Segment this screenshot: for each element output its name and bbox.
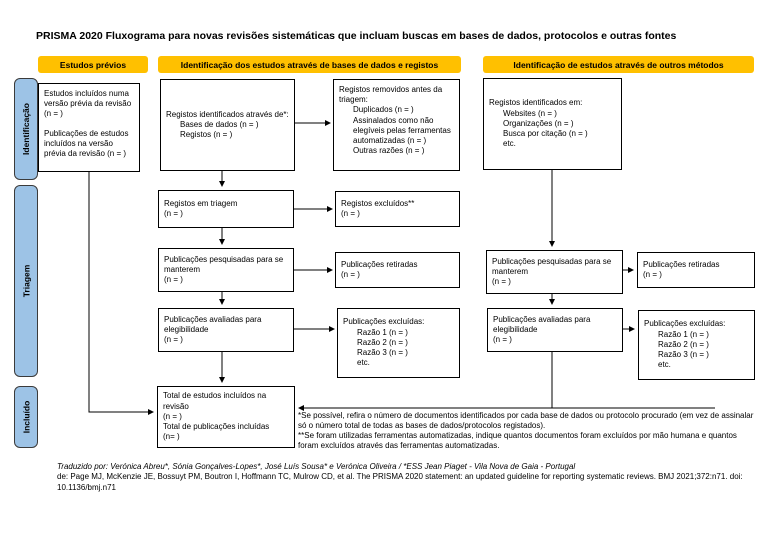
box-text: (n = ) xyxy=(492,277,511,287)
footnote-1: *Se possível, refira o número de documen… xyxy=(298,411,754,430)
box-reports-assessed-other: Publicações avaliadas para elegibilidade… xyxy=(487,308,623,352)
box-text: Publicações pesquisadas para se manterem xyxy=(164,254,284,274)
box-reports-assessed-databases: Publicações avaliadas para elegibilidade… xyxy=(158,308,294,352)
column-header-databases-registers: Identificação dos estudos através de bas… xyxy=(158,56,461,73)
box-text: Assinalados como não elegíveis pelas fer… xyxy=(353,115,451,146)
box-text: Publicações avaliadas para elegibilidade xyxy=(493,314,591,334)
page-title: PRISMA 2020 Fluxograma para novas revisõ… xyxy=(36,30,677,42)
sidebar-label-text: Incluído xyxy=(21,400,31,434)
sidebar-label-text: Identificação xyxy=(21,103,31,155)
box-text: Publicações de estudos incluídos na vers… xyxy=(44,128,129,159)
box-text: Bases de dados (n = ) xyxy=(180,119,259,129)
box-text: (n = ) xyxy=(341,209,360,218)
box-text: Total de publicações incluídas xyxy=(163,422,270,432)
box-text: Registos removidos antes da triagem: xyxy=(339,85,443,105)
box-previous-studies: Estudos incluídos numa versão prévia da … xyxy=(38,83,140,172)
box-text: Razão 1 (n = ) xyxy=(658,329,709,339)
box-text: (n = ) xyxy=(493,335,512,345)
credits-citation: de: Page MJ, McKenzie JE, Bossuyt PM, Bo… xyxy=(57,472,743,492)
box-text: Razão 2 (n = ) xyxy=(658,339,709,349)
box-text: Outras razões (n = ) xyxy=(353,146,425,156)
box-records-identified-other: Registos identificados em: Websites (n =… xyxy=(483,78,622,170)
footnotes: *Se possível, refira o número de documen… xyxy=(298,411,754,451)
box-text: Publicações retiradas xyxy=(341,259,418,269)
box-text: Websites (n = ) xyxy=(503,108,557,118)
credits-translators: Traduzido por: Verónica Abreu*, Sónia Go… xyxy=(57,462,576,471)
sidebar-label-text: Triagem xyxy=(21,264,32,298)
box-text: Total de estudos incluídos na revisão xyxy=(163,391,267,411)
box-text: Publicações retiradas xyxy=(643,259,720,269)
box-records-screened: Registos em triagem (n = ) xyxy=(158,190,294,228)
box-text: (n = ) xyxy=(643,270,662,279)
footnote-2: **Se foram utilizadas ferramentas automa… xyxy=(298,431,737,450)
box-text: etc. xyxy=(357,358,370,368)
column-header-previous-studies: Estudos prévios xyxy=(38,56,148,73)
box-reports-sought-databases: Publicações pesquisadas para se manterem… xyxy=(158,248,294,292)
box-text: (n = ) xyxy=(163,411,182,421)
box-text: Estudos incluídos numa versão prévia da … xyxy=(44,89,132,119)
box-text: Registos (n = ) xyxy=(180,130,233,140)
box-text: Registos em triagem xyxy=(164,198,238,208)
box-text: Publicações pesquisadas para se manterem xyxy=(492,256,612,276)
box-text: Publicações avaliadas para elegibilidade xyxy=(164,314,262,334)
box-records-identified-databases: Registos identificados através de*: Base… xyxy=(160,79,295,171)
box-reports-excluded-other: Publicações excluídas: Razão 1 (n = ) Ra… xyxy=(638,310,755,380)
box-text: (n= ) xyxy=(163,432,180,442)
box-records-removed: Registos removidos antes da triagem: Dup… xyxy=(333,79,460,171)
box-text: etc. xyxy=(503,139,516,149)
box-records-excluded: Registos excluídos** (n = ) xyxy=(335,191,460,227)
box-text: Razão 1 (n = ) xyxy=(357,327,408,337)
box-reports-not-retrieved-other: Publicações retiradas (n = ) xyxy=(637,252,755,288)
box-text: Publicações excluídas: xyxy=(644,319,726,329)
box-text: etc. xyxy=(658,360,671,370)
box-text: (n = ) xyxy=(341,270,360,279)
sidebar-label-screening: Triagem xyxy=(14,185,38,377)
box-text: Razão 3 (n = ) xyxy=(357,348,408,358)
box-text: Organizações (n = ) xyxy=(503,118,574,128)
box-text: Registos excluídos** xyxy=(341,198,415,208)
box-text: Busca por citação (n = ) xyxy=(503,129,588,139)
box-text: (n = ) xyxy=(164,209,183,218)
box-reports-not-retrieved-databases: Publicações retiradas (n = ) xyxy=(335,252,460,288)
box-text: (n = ) xyxy=(164,275,183,285)
credits: Traduzido por: Verónica Abreu*, Sónia Go… xyxy=(57,462,762,493)
box-total-included: Total de estudos incluídos na revisão (n… xyxy=(157,386,295,448)
box-text: Registos identificados através de*: xyxy=(166,109,289,119)
sidebar-label-identification: Identificação xyxy=(14,78,38,180)
box-reports-sought-other: Publicações pesquisadas para se manterem… xyxy=(486,250,623,294)
sidebar-label-included: Incluído xyxy=(14,386,38,448)
column-header-other-methods: Identificação de estudos através de outr… xyxy=(483,56,754,73)
box-text: Razão 3 (n = ) xyxy=(658,350,709,360)
box-reports-excluded-databases: Publicações excluídas: Razão 1 (n = ) Ra… xyxy=(337,308,460,378)
box-text: (n = ) xyxy=(164,335,183,345)
box-text: Razão 2 (n = ) xyxy=(357,337,408,347)
box-text: Publicações excluídas: xyxy=(343,317,425,327)
box-text: Duplicados (n = ) xyxy=(353,105,414,115)
box-text: Registos identificados em: xyxy=(489,98,583,108)
